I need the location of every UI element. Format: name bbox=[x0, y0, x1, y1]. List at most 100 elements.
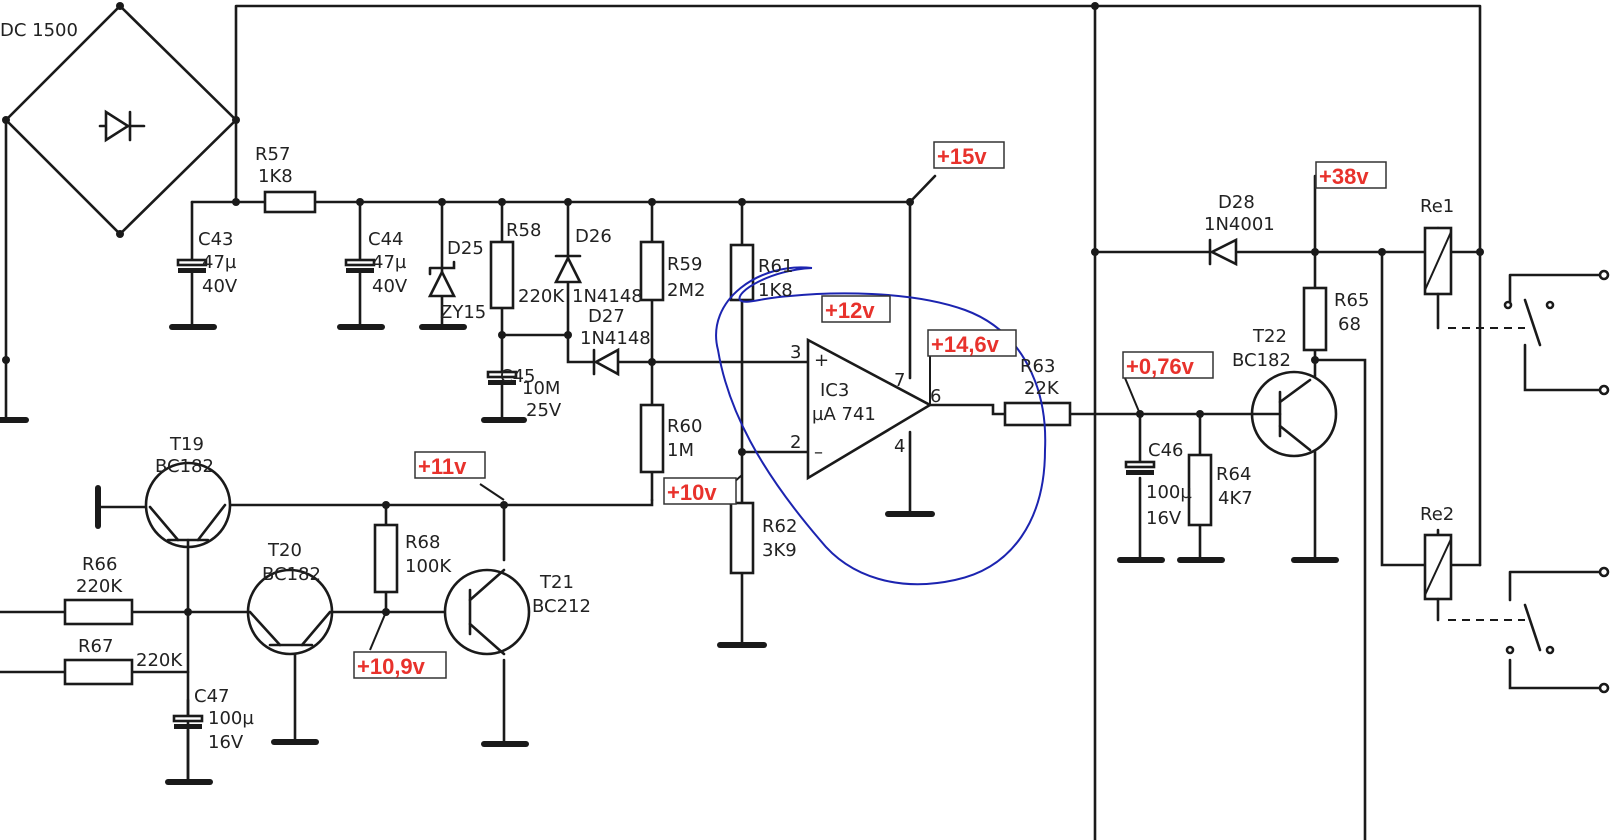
d26-value: 1N4148 bbox=[572, 286, 643, 307]
r63-name: R63 bbox=[1020, 356, 1055, 377]
r61-name: R61 bbox=[758, 256, 793, 277]
t22-name: T22 bbox=[1252, 326, 1287, 347]
r61-value: 1K8 bbox=[758, 280, 793, 301]
resistor-r67 bbox=[63, 658, 134, 686]
c44-value: 47µ bbox=[372, 252, 407, 273]
t22-value: BC182 bbox=[1232, 350, 1291, 371]
ic3-pin-3: 3 bbox=[790, 342, 801, 363]
c47-voltage: 16V bbox=[208, 732, 244, 753]
r60-value: 1M bbox=[667, 440, 694, 461]
voltage-10-9v: +10,9v bbox=[357, 654, 426, 679]
d26-name: D26 bbox=[575, 226, 612, 247]
capacitor-c44 bbox=[344, 258, 376, 273]
voltage-15v: +15v bbox=[937, 144, 987, 169]
diode-d28 bbox=[1208, 237, 1238, 267]
re1-name: Re1 bbox=[1420, 196, 1454, 217]
r59-name: R59 bbox=[667, 254, 702, 275]
component-labels: R57 1K8 C43 47µ 40V C44 47µ 40V D25 ZY15… bbox=[76, 144, 1454, 753]
voltage-10v: +10v bbox=[667, 480, 717, 505]
c46-voltage: 16V bbox=[1146, 508, 1182, 529]
resistor-r68 bbox=[373, 523, 399, 594]
transistors bbox=[144, 370, 1338, 656]
capacitor-c46 bbox=[1124, 460, 1156, 475]
transistor-t19 bbox=[144, 461, 232, 549]
r68-value: 100K bbox=[405, 556, 452, 577]
r63-value: 22K bbox=[1024, 378, 1060, 399]
d27-name: D27 bbox=[588, 306, 625, 327]
t20-name: T20 bbox=[267, 540, 302, 561]
opamp-ic3: + – bbox=[806, 337, 933, 481]
t19-value: BC182 bbox=[155, 456, 214, 477]
c45-value: 10M bbox=[522, 378, 560, 399]
r65-value: 68 bbox=[1338, 314, 1361, 335]
svg-text:–: – bbox=[814, 442, 823, 463]
r57-name: R57 bbox=[255, 144, 290, 165]
diodes bbox=[427, 237, 1238, 377]
ic3-pin-4: 4 bbox=[894, 436, 905, 457]
transistor-t20 bbox=[246, 568, 334, 656]
resistor-r63 bbox=[1003, 401, 1072, 427]
r62-value: 3K9 bbox=[762, 540, 797, 561]
voltage-0-76v: +0,76v bbox=[1126, 354, 1195, 379]
d27-value: 1N4148 bbox=[580, 328, 651, 349]
r67-value: 220K bbox=[136, 650, 183, 671]
r62-name: R62 bbox=[762, 516, 797, 537]
voltage-annotations: +15v +12v +14,6v +38v +0,76v +11v +10v +… bbox=[353, 141, 1387, 679]
svg-text:+: + bbox=[814, 350, 829, 371]
r67-name: R67 bbox=[78, 636, 113, 657]
relays bbox=[1423, 226, 1610, 694]
bridge-label: DC 1500 bbox=[0, 20, 78, 41]
r58-value: 220K bbox=[518, 286, 565, 307]
c43-name: C43 bbox=[198, 229, 233, 250]
transistor-t21 bbox=[443, 568, 531, 656]
ic3-pin-6: 6 bbox=[930, 386, 941, 407]
r65-name: R65 bbox=[1334, 290, 1369, 311]
diode-d26 bbox=[553, 254, 583, 284]
zener-d25 bbox=[427, 260, 457, 298]
r57-value: 1K8 bbox=[258, 166, 293, 187]
t20-value: BC182 bbox=[262, 564, 321, 585]
hand-drawn-circle bbox=[715, 266, 1047, 586]
capacitor-c43 bbox=[176, 258, 208, 273]
c45-voltage: 25V bbox=[526, 400, 562, 421]
c46-value: 100µ bbox=[1146, 482, 1192, 503]
resistor-r60 bbox=[639, 403, 665, 474]
c43-voltage: 40V bbox=[202, 276, 238, 297]
capacitor-c45 bbox=[486, 370, 518, 385]
ic3-value: µA 741 bbox=[812, 404, 876, 425]
ic3-pin-2: 2 bbox=[790, 432, 801, 453]
r66-value: 220K bbox=[76, 576, 123, 597]
voltage-38v: +38v bbox=[1319, 164, 1369, 189]
resistor-r64 bbox=[1187, 453, 1213, 527]
resistor-r57 bbox=[263, 190, 317, 214]
resistor-r66 bbox=[63, 598, 134, 626]
d28-value: 1N4001 bbox=[1204, 214, 1275, 235]
ic3-pin-7: 7 bbox=[894, 370, 905, 391]
resistor-r59 bbox=[639, 240, 665, 302]
d25-value: ZY15 bbox=[440, 302, 486, 323]
capacitors bbox=[172, 258, 1156, 729]
transistor-t22 bbox=[1250, 370, 1338, 458]
c43-value: 47µ bbox=[202, 252, 237, 273]
d25-name: D25 bbox=[447, 238, 484, 259]
r58-name: R58 bbox=[506, 220, 541, 241]
diode-d27 bbox=[592, 347, 620, 377]
bridge-rectifier: DC 1500 bbox=[0, 4, 238, 236]
resistors bbox=[63, 190, 1328, 686]
t21-value: BC212 bbox=[532, 596, 591, 617]
resistor-r62 bbox=[729, 501, 755, 575]
r60-name: R60 bbox=[667, 416, 702, 437]
resistor-r58 bbox=[489, 240, 515, 310]
voltage-11v: +11v bbox=[418, 454, 467, 479]
c46-name: C46 bbox=[1148, 440, 1183, 461]
re2-name: Re2 bbox=[1420, 504, 1454, 525]
t21-name: T21 bbox=[539, 572, 574, 593]
voltage-14-6v: +14,6v bbox=[931, 332, 1000, 357]
c44-voltage: 40V bbox=[372, 276, 408, 297]
r66-name: R66 bbox=[82, 554, 117, 575]
c45-name: C45 bbox=[500, 366, 535, 387]
c47-name: C47 bbox=[194, 686, 229, 707]
ic3-name: IC3 bbox=[820, 380, 849, 401]
capacitor-c47 bbox=[172, 714, 204, 729]
